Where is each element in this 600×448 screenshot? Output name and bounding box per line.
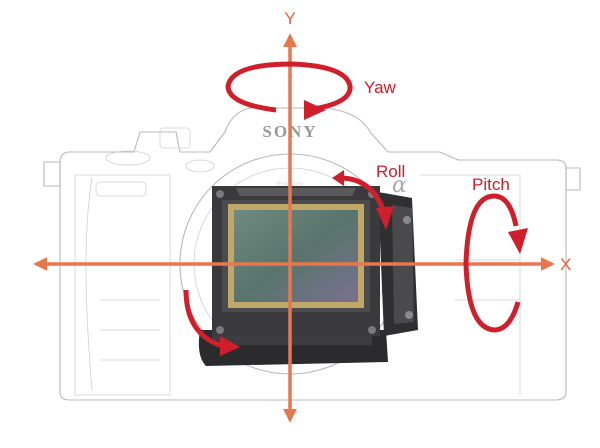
roll-arrow-bottom — [183, 289, 240, 356]
pitch-label: Pitch — [472, 175, 510, 194]
image-sensor — [234, 210, 358, 302]
yaw-label: Yaw — [364, 78, 397, 97]
pitch-arrow — [463, 193, 528, 333]
y-axis-label: Y — [284, 9, 295, 28]
roll-arrow-top — [332, 170, 394, 230]
x-axis-label: X — [560, 255, 571, 274]
alpha-badge: α — [392, 173, 407, 198]
yaw-arrow — [225, 61, 353, 120]
roll-label: Roll — [376, 162, 405, 181]
